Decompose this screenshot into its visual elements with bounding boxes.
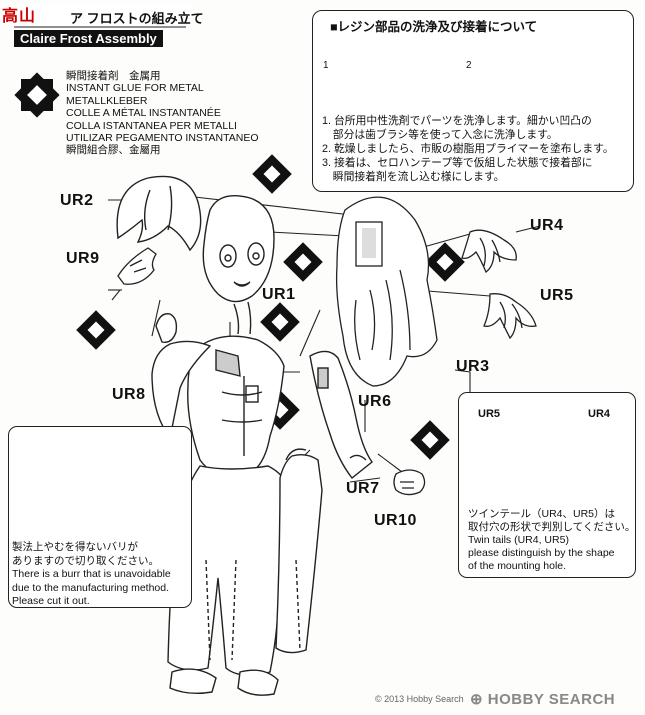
part-label-ur2: UR2 xyxy=(60,192,94,209)
resin-step: 部分は歯ブラシ等を使って入念に洗浄します。 xyxy=(322,129,558,141)
twin-tails-note-text: ツインテール（UR4、UR5）は 取付穴の形状で判別してください。 Twin t… xyxy=(468,508,635,573)
part-label-ur8: UR8 xyxy=(112,386,146,403)
burr-note-text: 製法上やむを得ないバリが ありますので切り取ください。 There is a b… xyxy=(12,541,171,609)
page-title-jp: ア フロストの組み立て xyxy=(70,11,204,26)
burr-line: due to the manufacturing method. xyxy=(12,581,170,594)
resin-panel-title: ■レジン部品の洗浄及び接着について xyxy=(330,20,538,34)
glue-line: COLLE A MÉTAL INSTANTANÉE xyxy=(66,107,221,120)
twin-line: ツインテール（UR4、UR5）は xyxy=(468,508,616,520)
resin-illustration-number: 2 xyxy=(466,60,472,71)
part-label-ur10: UR10 xyxy=(374,512,417,529)
resin-step: 1. 台所用中性洗剤でパーツを洗浄します。細かい凹凸の xyxy=(322,115,592,127)
head-ur1 xyxy=(202,195,275,335)
twin-label-ur5: UR5 xyxy=(478,408,501,420)
resin-steps: 1. 台所用中性洗剤でパーツを洗浄します。細かい凹凸の 部分は歯ブラシ等を使って… xyxy=(322,114,628,184)
twin-line: please distinguish by the shape xyxy=(468,547,615,559)
resin-step: 2. 乾燥しましたら、市販の樹脂用プライマーを塗布します。 xyxy=(322,143,614,155)
twin-line: 取付穴の形状で判別してください。 xyxy=(468,521,636,533)
twin-tails-note-panel xyxy=(458,392,636,578)
resin-illustration-number: 1 xyxy=(323,60,329,71)
burr-line: There is a burr that is unavoidable xyxy=(12,568,171,581)
part-label-ur6: UR6 xyxy=(358,393,392,410)
part-label-ur9: UR9 xyxy=(66,250,100,267)
twin-line: Twin tails (UR4, UR5) xyxy=(468,534,569,546)
twin-label-ur4: UR4 xyxy=(588,408,611,420)
resin-step: 瞬間接着剤を流し込む様にします。 xyxy=(322,171,505,183)
hair-back-ur3 xyxy=(335,196,438,387)
glue-line: COLLA ISTANTANEA PER METALLI xyxy=(66,119,237,132)
glue-legend: 瞬間接着剤 金属用 INSTANT GLUE FOR METAL METALLK… xyxy=(66,70,259,157)
glue-line: UTILIZAR PEGAMENTO INSTANTANEO xyxy=(66,132,259,145)
glue-line: 瞬間組合膠、金屬用 xyxy=(66,144,161,157)
hand-ur9 xyxy=(117,247,157,285)
part-label-ur3: UR3 xyxy=(456,358,490,375)
twin-tail-ur4 xyxy=(461,229,517,274)
torso-ur8 xyxy=(151,313,285,478)
site-logo: 高山 xyxy=(2,8,37,25)
page-title-en: Claire Frost Assembly xyxy=(14,30,163,47)
part-label-ur5: UR5 xyxy=(540,287,574,304)
twin-line: of the mounting hole. xyxy=(468,560,567,572)
burr-line: ありますので切り取ください。 xyxy=(12,554,159,567)
part-label-ur4: UR4 xyxy=(530,217,564,234)
pants-ur10 xyxy=(167,448,323,696)
glue-line: INSTANT GLUE FOR METAL xyxy=(66,82,204,95)
hand-ur7 xyxy=(393,469,426,496)
burr-line: 製法上やむを得ないバリが xyxy=(12,541,138,553)
resin-step: 3. 接着は、セロハンテープ等で仮組した状態で接着部に xyxy=(322,157,593,169)
part-label-ur7: UR7 xyxy=(346,480,380,497)
glue-line: 瞬間接着剤 金属用 xyxy=(66,70,161,82)
arm-ur6 xyxy=(309,350,373,479)
burr-line: Please cut it out. xyxy=(12,595,90,608)
burr-note-panel xyxy=(8,426,192,608)
part-label-ur1: UR1 xyxy=(262,286,296,303)
resin-cleaning-panel xyxy=(312,10,634,192)
twin-tail-ur5 xyxy=(483,293,537,340)
watermark-copyright: © 2013 Hobby Search xyxy=(375,694,464,704)
glue-line: METALLKLEBER xyxy=(66,94,148,107)
watermark-logo: ⊕ HOBBY SEARCH xyxy=(470,691,616,708)
hair-front-ur2 xyxy=(116,175,202,252)
